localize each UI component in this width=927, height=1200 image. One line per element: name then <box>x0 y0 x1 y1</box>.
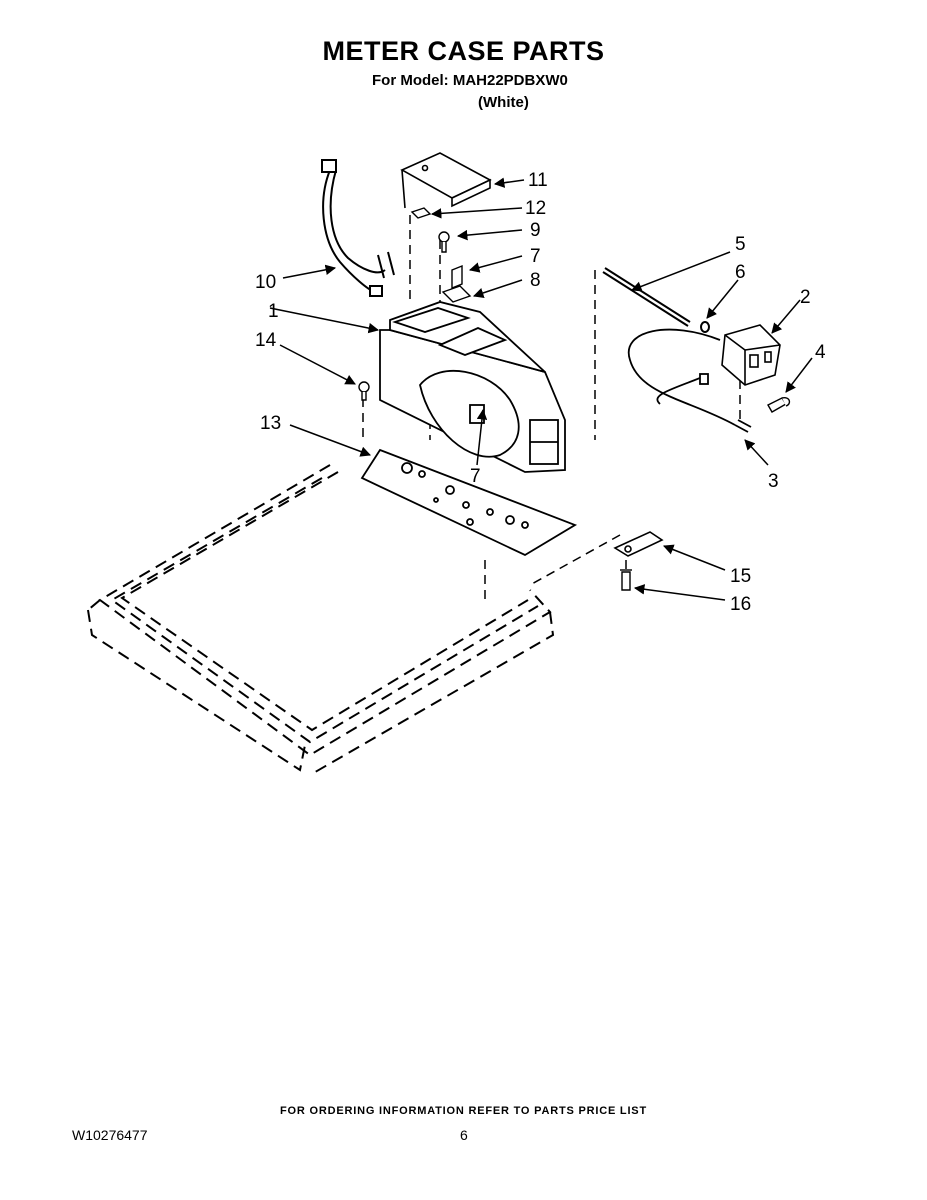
callout-13: 13 <box>260 413 281 434</box>
callout-15: 15 <box>730 566 751 587</box>
switch-assembly <box>721 324 781 386</box>
callout-4: 4 <box>815 342 826 363</box>
bracket-15 <box>613 531 664 557</box>
callout-10: 10 <box>255 272 276 293</box>
callout-7-top: 7 <box>530 246 541 267</box>
callout-12: 12 <box>525 198 546 219</box>
callout-8: 8 <box>530 270 541 291</box>
callout-5: 5 <box>735 234 746 255</box>
meter-case <box>379 301 566 473</box>
callout-labels: 1 2 3 4 5 6 7 7 8 9 10 11 12 13 14 15 16 <box>255 170 826 615</box>
mounting-clips <box>410 207 472 303</box>
callout-14: 14 <box>255 330 277 351</box>
callout-7-bottom: 7 <box>470 466 481 487</box>
callout-11: 11 <box>528 170 548 191</box>
wire-harness <box>321 159 395 297</box>
color-line: (White) <box>478 94 529 111</box>
document-number: W10276477 <box>72 1127 148 1143</box>
screw-14 <box>358 381 370 401</box>
screw-16 <box>620 569 632 591</box>
model-line: For Model: MAH22PDBXW0 <box>372 72 568 89</box>
screw-4 <box>767 396 791 413</box>
actuator-rod <box>602 267 710 333</box>
callout-16: 16 <box>730 594 751 615</box>
page-title: METER CASE PARTS <box>322 36 605 66</box>
ordering-note: FOR ORDERING INFORMATION REFER TO PARTS … <box>280 1105 647 1117</box>
leader-lines <box>269 177 813 601</box>
control-plate <box>360 448 578 557</box>
switch-harness <box>627 328 752 433</box>
page-number: 6 <box>460 1127 468 1143</box>
callout-1: 1 <box>268 301 279 322</box>
screw-9 <box>438 231 450 253</box>
cover-bracket <box>400 152 492 209</box>
cabinet-frame <box>87 464 555 776</box>
callout-3: 3 <box>768 471 779 492</box>
callout-9: 9 <box>530 220 541 241</box>
callout-6: 6 <box>735 262 746 283</box>
callout-2: 2 <box>800 287 811 308</box>
